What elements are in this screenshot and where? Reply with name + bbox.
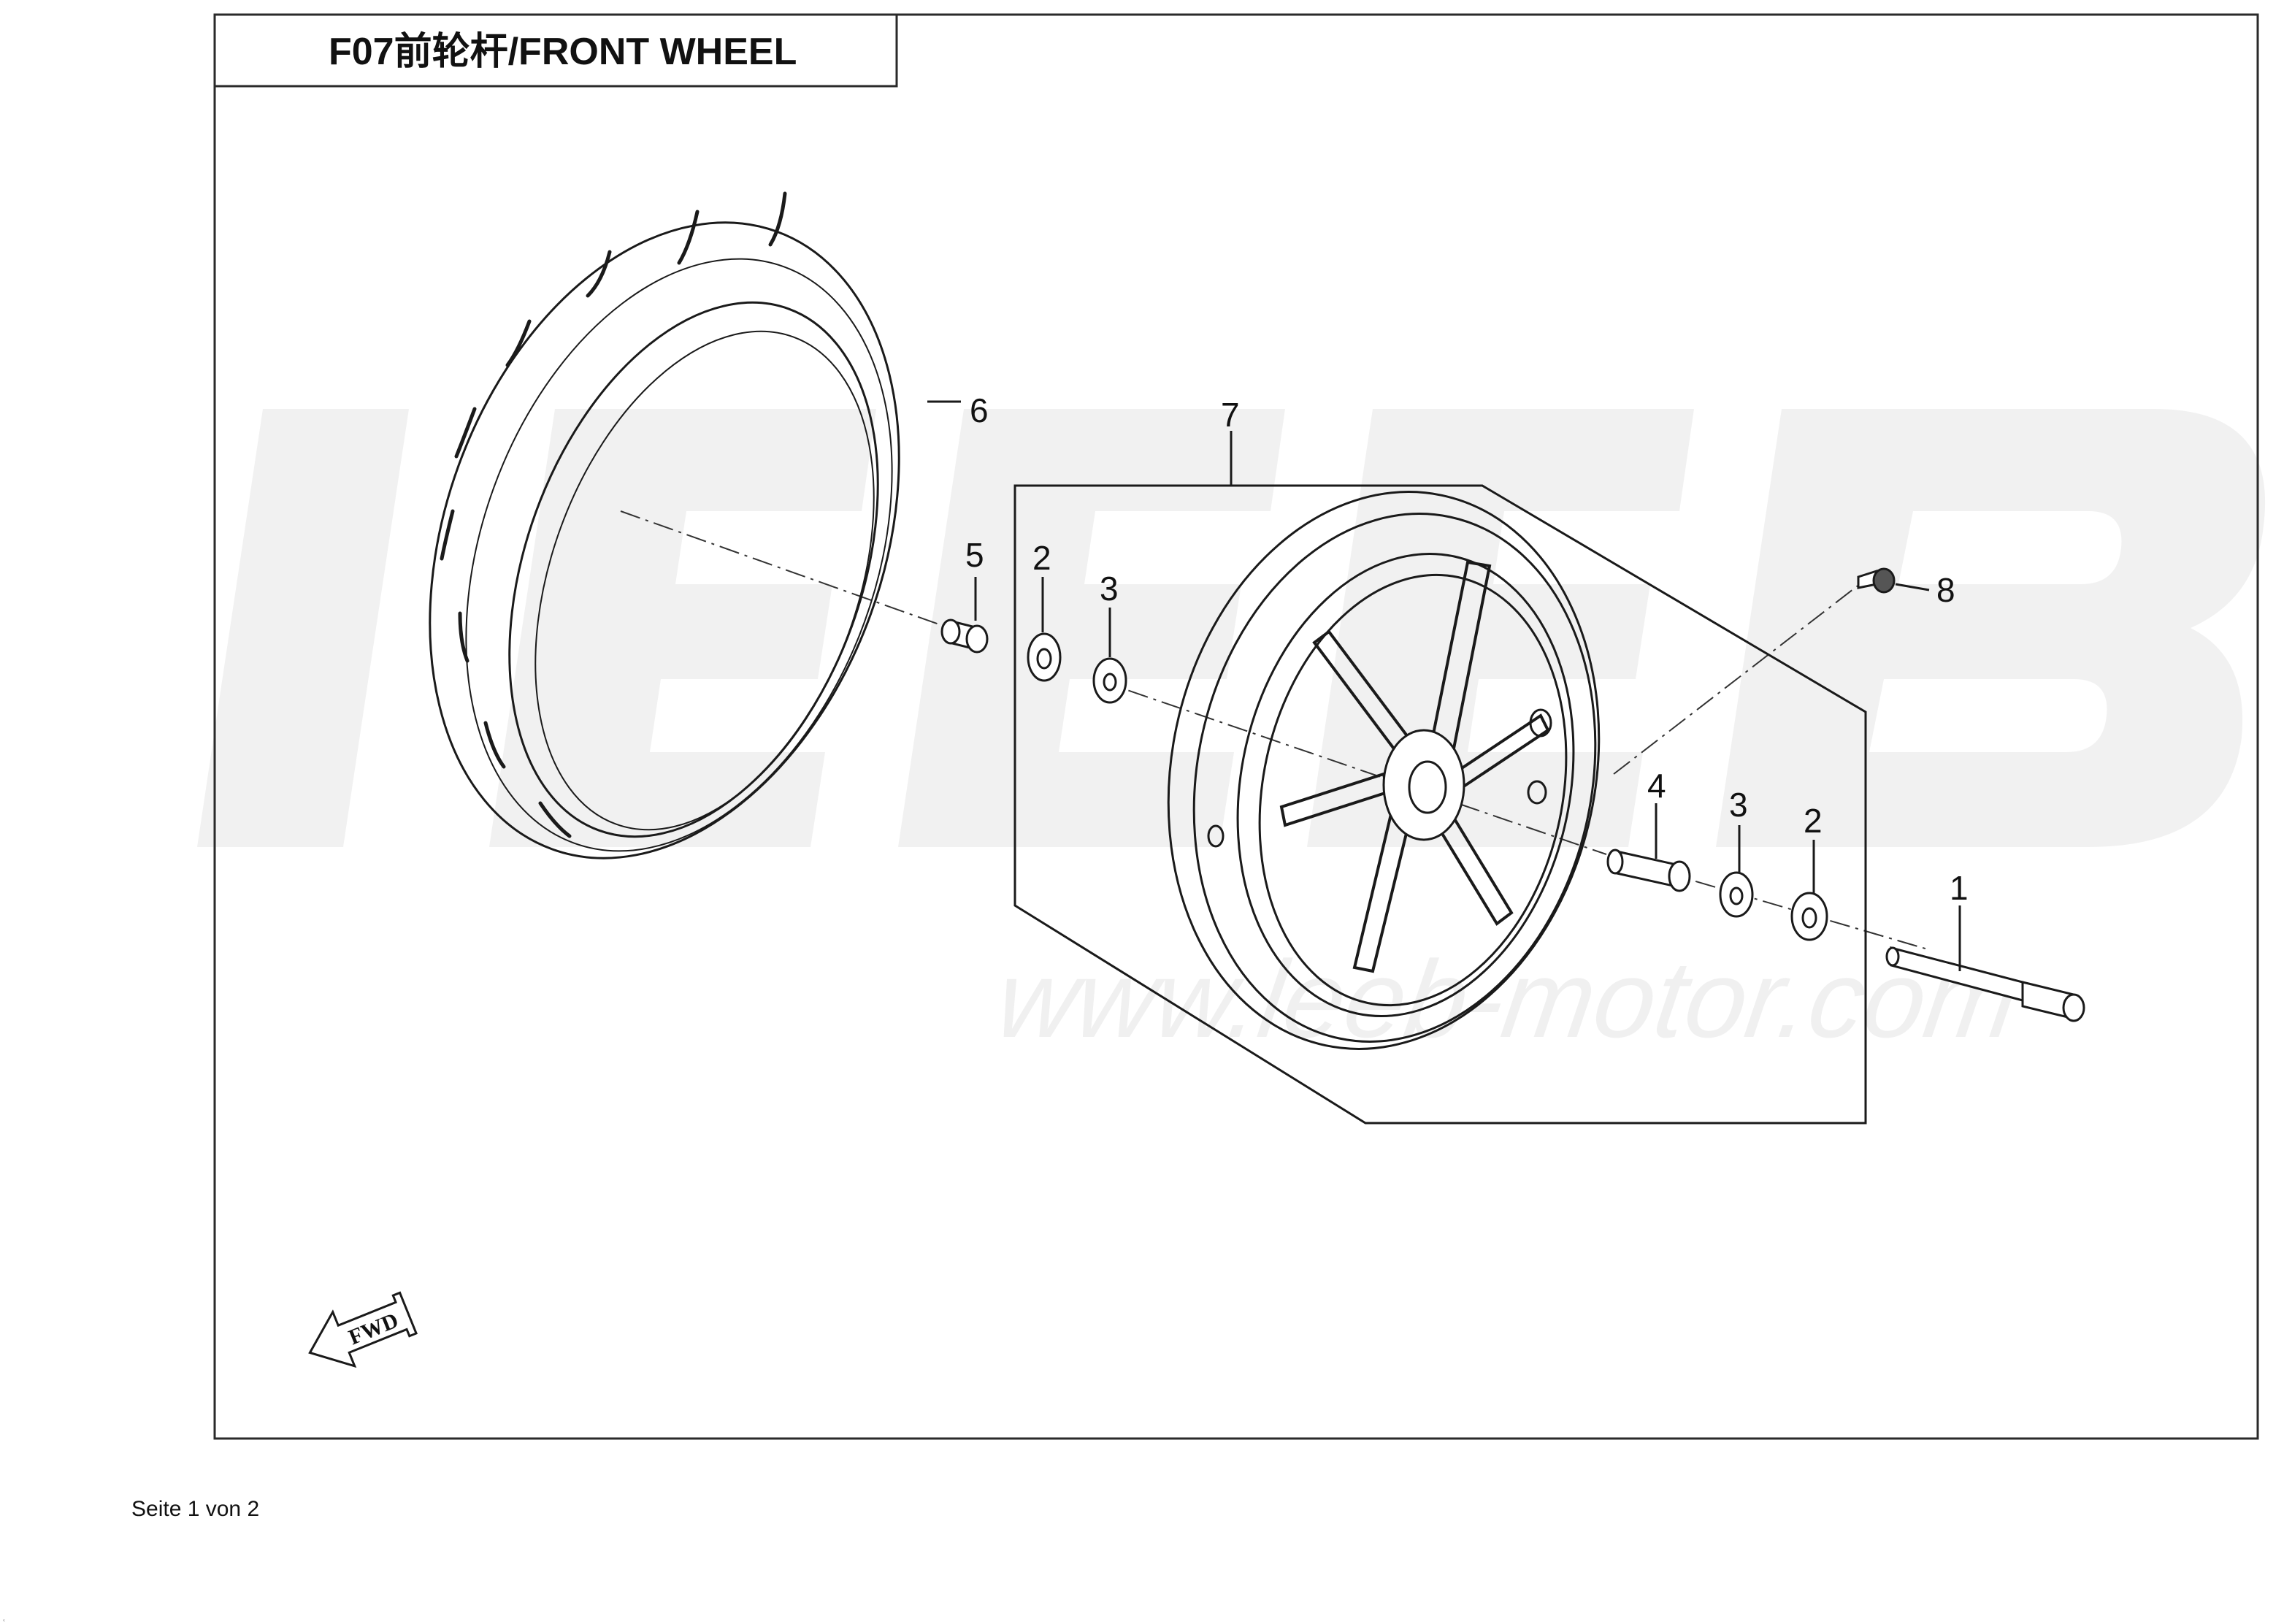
spacer-left (1092, 657, 1127, 704)
tire (429, 191, 900, 859)
tire-tread-marks (440, 191, 787, 838)
callout-tire: 6 (970, 391, 989, 429)
corner-mark: ‹ (3, 1617, 5, 1623)
fwd-arrow: FWD (308, 1291, 418, 1368)
bushing (940, 618, 989, 654)
callout-washer-left: 2 (1032, 539, 1051, 577)
callout-valve: 8 (1936, 571, 1955, 609)
callout-spacer-left: 3 (1100, 570, 1119, 608)
callout-rim: 7 (1221, 396, 1240, 434)
callout-washer-right: 2 (1804, 802, 1823, 840)
callout-axle: 1 (1950, 869, 1969, 907)
washer-left (1027, 632, 1062, 682)
title-box: F07前轮杆/FRONT WHEEL (215, 15, 898, 88)
diagram-frame (213, 13, 2259, 1440)
watermark-url: www.leeb-motor.com (990, 938, 2026, 1060)
valve (1857, 567, 1896, 594)
rim (1167, 491, 1601, 1050)
callout-spacer-right: 3 (1729, 786, 1748, 824)
brake-mount-bosses (1207, 708, 1552, 848)
rim-group-outline (1013, 484, 1867, 1125)
callout-bushing: 5 (965, 536, 984, 574)
spacer-right (1719, 871, 1754, 918)
diagram-title: F07前轮杆/FRONT WHEEL (329, 31, 797, 73)
collar (1606, 849, 1691, 892)
washer-right (1790, 892, 1828, 941)
leader-lines (927, 400, 1961, 971)
page-footer: Seite 1 von 2 (131, 1497, 260, 1521)
callout-collar: 4 (1647, 767, 1666, 805)
axle (1885, 946, 2085, 1022)
